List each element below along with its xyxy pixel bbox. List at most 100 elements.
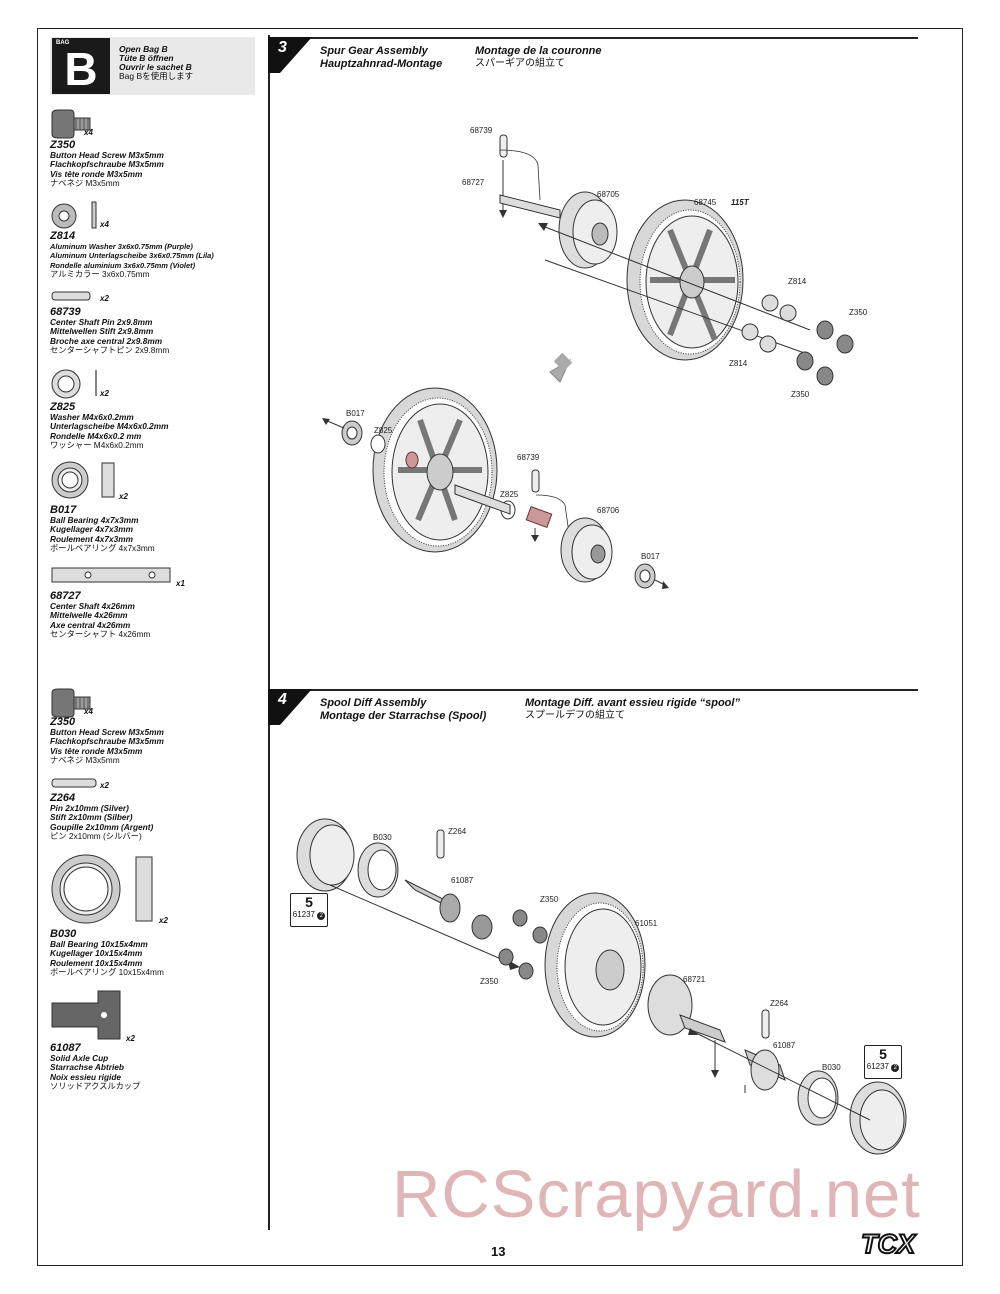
part-number: B030 <box>50 928 77 940</box>
part-desc-de: Kugellager 4x7x3mm <box>50 524 134 535</box>
step-number: 4 <box>268 689 312 725</box>
reference-box-right: 5 61237 2 <box>864 1045 902 1079</box>
part-desc-de: Stift 2x10mm (Silber) <box>50 812 133 823</box>
label-z264-a: Z264 <box>448 827 467 836</box>
bag-line-en: Open Bag B <box>119 44 168 54</box>
screw-icon <box>51 109 91 139</box>
part-desc-en: Center Shaft 4x26mm <box>50 601 135 611</box>
part-desc-en: Pin 2x10mm (Silver) <box>50 803 129 813</box>
part-61087: 61087 Solid Axle Cup Starrachse Abtrieb … <box>50 1042 265 1092</box>
label-z814-b: Z814 <box>729 359 748 368</box>
part-desc-fr: Vis tête ronde M3x5mm <box>50 168 143 179</box>
assembly-arrow <box>329 884 516 966</box>
bag-badge-caption: BAG <box>56 40 70 46</box>
nut-right <box>849 1081 907 1155</box>
ref-part: 61237 <box>292 910 315 919</box>
pin-in-shaft <box>525 506 553 528</box>
step3-title-fr: Montage de la couronne <box>475 45 602 57</box>
qty-z350-s4: x4 <box>84 707 93 716</box>
spur-gear-assembled <box>372 387 498 553</box>
label-z350-a: Z350 <box>540 895 559 904</box>
step3-header: 3 Spur Gear Assembly Hauptzahnrad-Montag… <box>268 37 918 73</box>
qty-z814: x4 <box>100 220 109 229</box>
label-68706: 68706 <box>597 506 620 515</box>
part-number: Z814 <box>50 230 76 242</box>
pulley-68706 <box>560 517 613 583</box>
step3-title-en: Spur Gear Assembly <box>320 45 428 57</box>
part-desc-fr: Broche axe central 2x9.8mm <box>50 335 163 346</box>
qty-b030: x2 <box>159 916 168 925</box>
shaft-assembled <box>454 484 511 515</box>
screws-z350 <box>498 909 548 980</box>
part-desc-jp: センターシャフトピン 2x9.8mm <box>50 345 170 356</box>
step-number-text: 4 <box>278 691 287 708</box>
qty-z350: x4 <box>84 128 93 137</box>
part-desc-jp: ナベネジ M3x5mm <box>50 755 120 766</box>
washer-icon <box>51 201 97 229</box>
label-z825-b: Z825 <box>500 490 519 499</box>
pin-icon <box>51 291 91 301</box>
part-desc-fr: Axe central 4x26mm <box>50 619 131 630</box>
part-number: B017 <box>50 504 77 516</box>
bearing-b030-right <box>797 1070 839 1126</box>
column-divider <box>268 35 270 1230</box>
part-desc-de: Unterlagscheibe M4x6x0.2mm <box>50 421 169 432</box>
part-number: 61087 <box>50 1042 81 1054</box>
label-68727: 68727 <box>462 178 485 187</box>
part-desc-fr: Rondelle M4x6x0.2 mm <box>50 430 142 441</box>
part-desc-jp: ボールベアリング 4x7x3mm <box>50 543 155 554</box>
label-z350-b: Z350 <box>480 977 499 986</box>
shaft-icon <box>51 567 171 583</box>
washer-z814 <box>741 294 797 353</box>
pin-68739-b <box>531 469 540 493</box>
part-desc-fr: Noix essieu rigide <box>50 1071 122 1082</box>
part-desc-en: Ball Bearing 10x15x4mm <box>50 939 148 949</box>
part-z350: Z350 Button Head Screw M3x5mm Flachkopfs… <box>50 139 265 189</box>
qty-61087: x2 <box>126 1034 135 1043</box>
parts-icons-step4 <box>51 688 153 1040</box>
part-number: Z264 <box>50 792 76 804</box>
assembly-arrow <box>539 224 811 331</box>
bearing-b017-right <box>634 563 656 589</box>
part-desc-de: Mittelwellen Stift 2x9.8mm <box>50 326 154 337</box>
step4-title-de: Montage der Starrachse (Spool) <box>320 710 487 722</box>
step4-title-en: Spool Diff Assembly <box>320 697 427 709</box>
part-number: Z825 <box>50 401 76 413</box>
label-b030-a: B030 <box>373 833 392 842</box>
reference-box-left: 5 61237 2 <box>290 893 328 927</box>
part-desc-en: Solid Axle Cup <box>50 1053 109 1063</box>
pin-z264-right <box>761 1009 770 1039</box>
assembly-arrow <box>689 1029 871 1121</box>
pulley-68705 <box>558 191 618 269</box>
bearing-b017-left <box>341 420 363 446</box>
qty-z264: x2 <box>100 781 109 790</box>
step3-title-de: Hauptzahnrad-Montage <box>320 58 443 70</box>
part-desc-jp: センターシャフト 4x26mm <box>50 629 151 640</box>
part-desc-de: Flachkopfschraube M3x5mm <box>50 159 164 170</box>
part-z264: Z264 Pin 2x10mm (Silver) Stift 2x10mm (S… <box>50 792 265 842</box>
step-rule <box>268 37 918 39</box>
step-number-badge <box>268 37 312 73</box>
part-z825: Z825 Washer M4x6x0.2mm Unterlagscheibe M… <box>50 401 265 451</box>
bag-line-de: Tüte B öffnen <box>119 53 174 63</box>
ref-part: 61237 <box>866 1062 889 1071</box>
label-z825-a: Z825 <box>374 426 393 435</box>
page-frame <box>37 28 963 1266</box>
label-b017-a: B017 <box>346 409 365 418</box>
part-68739: 68739 Center Shaft Pin 2x9.8mm Mittelwel… <box>50 306 265 356</box>
part-desc-en: Washer M4x6x0.2mm <box>50 412 134 422</box>
label-68705: 68705 <box>597 190 620 199</box>
bearing-b030-left <box>357 842 399 898</box>
step4-title-fr: Montage Diff. avant essieu rigide “spool… <box>525 697 740 709</box>
parts-icons-step3 <box>51 109 171 583</box>
part-number: 68727 <box>50 590 81 602</box>
logo-text: TCX <box>861 1229 917 1258</box>
ref-badge-icon: 2 <box>317 912 326 920</box>
part-desc-fr: Roulement 4x7x3mm <box>50 533 134 544</box>
qty-68739: x2 <box>100 294 109 303</box>
part-desc-en: Ball Bearing 4x7x3mm <box>50 515 139 525</box>
bearing-b030-icon <box>51 854 153 924</box>
label-61087-b: 61087 <box>773 1041 796 1050</box>
part-desc-fr: Vis tête ronde M3x5mm <box>50 745 143 756</box>
label-61087-a: 61087 <box>451 876 474 885</box>
